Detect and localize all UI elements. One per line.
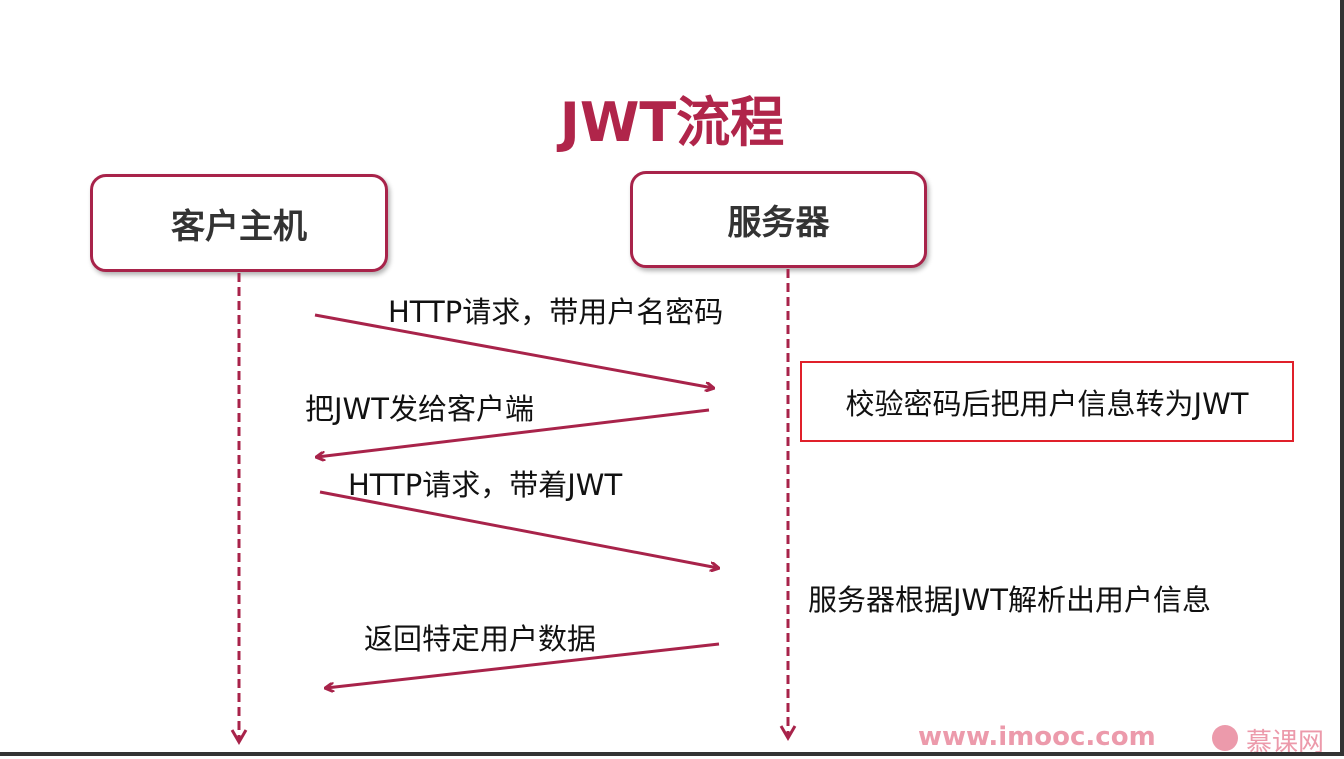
message-arrow-3 [319,490,718,568]
message-label-1: HTTP请求，带用户名密码 [388,295,724,329]
frame-right-border [1340,0,1344,756]
message-label-4: 返回特定用户数据 [364,622,597,656]
message-label-3: HTTP请求，带着JWT [348,468,623,502]
server-note-1: 校验密码后把用户信息转为JWT [845,386,1249,421]
slide-title: JWT流程 [559,91,785,154]
message-arrow-2 [317,408,710,457]
message-arrow-1 [314,313,713,388]
server-actor-label: 服务器 [727,203,830,243]
server-lifeline-arrowhead [779,725,797,741]
client-actor-box: 客户主机 [90,174,388,272]
client-actor-label: 客户主机 [171,206,307,247]
server-actor-box: 服务器 [630,171,927,268]
client-lifeline-arrowhead [230,729,248,745]
watermark-url: www.imooc.com [918,722,1156,752]
highlight-note-box: 校验密码后把用户信息转为JWT [800,361,1294,442]
imooc-logo-icon [1212,725,1238,751]
message-label-2: 把JWT发给客户端 [305,392,534,426]
server-note-2: 服务器根据JWT解析出用户信息 [808,583,1211,617]
message-arrow-4 [326,642,720,688]
frame-bottom-border [0,752,1344,756]
